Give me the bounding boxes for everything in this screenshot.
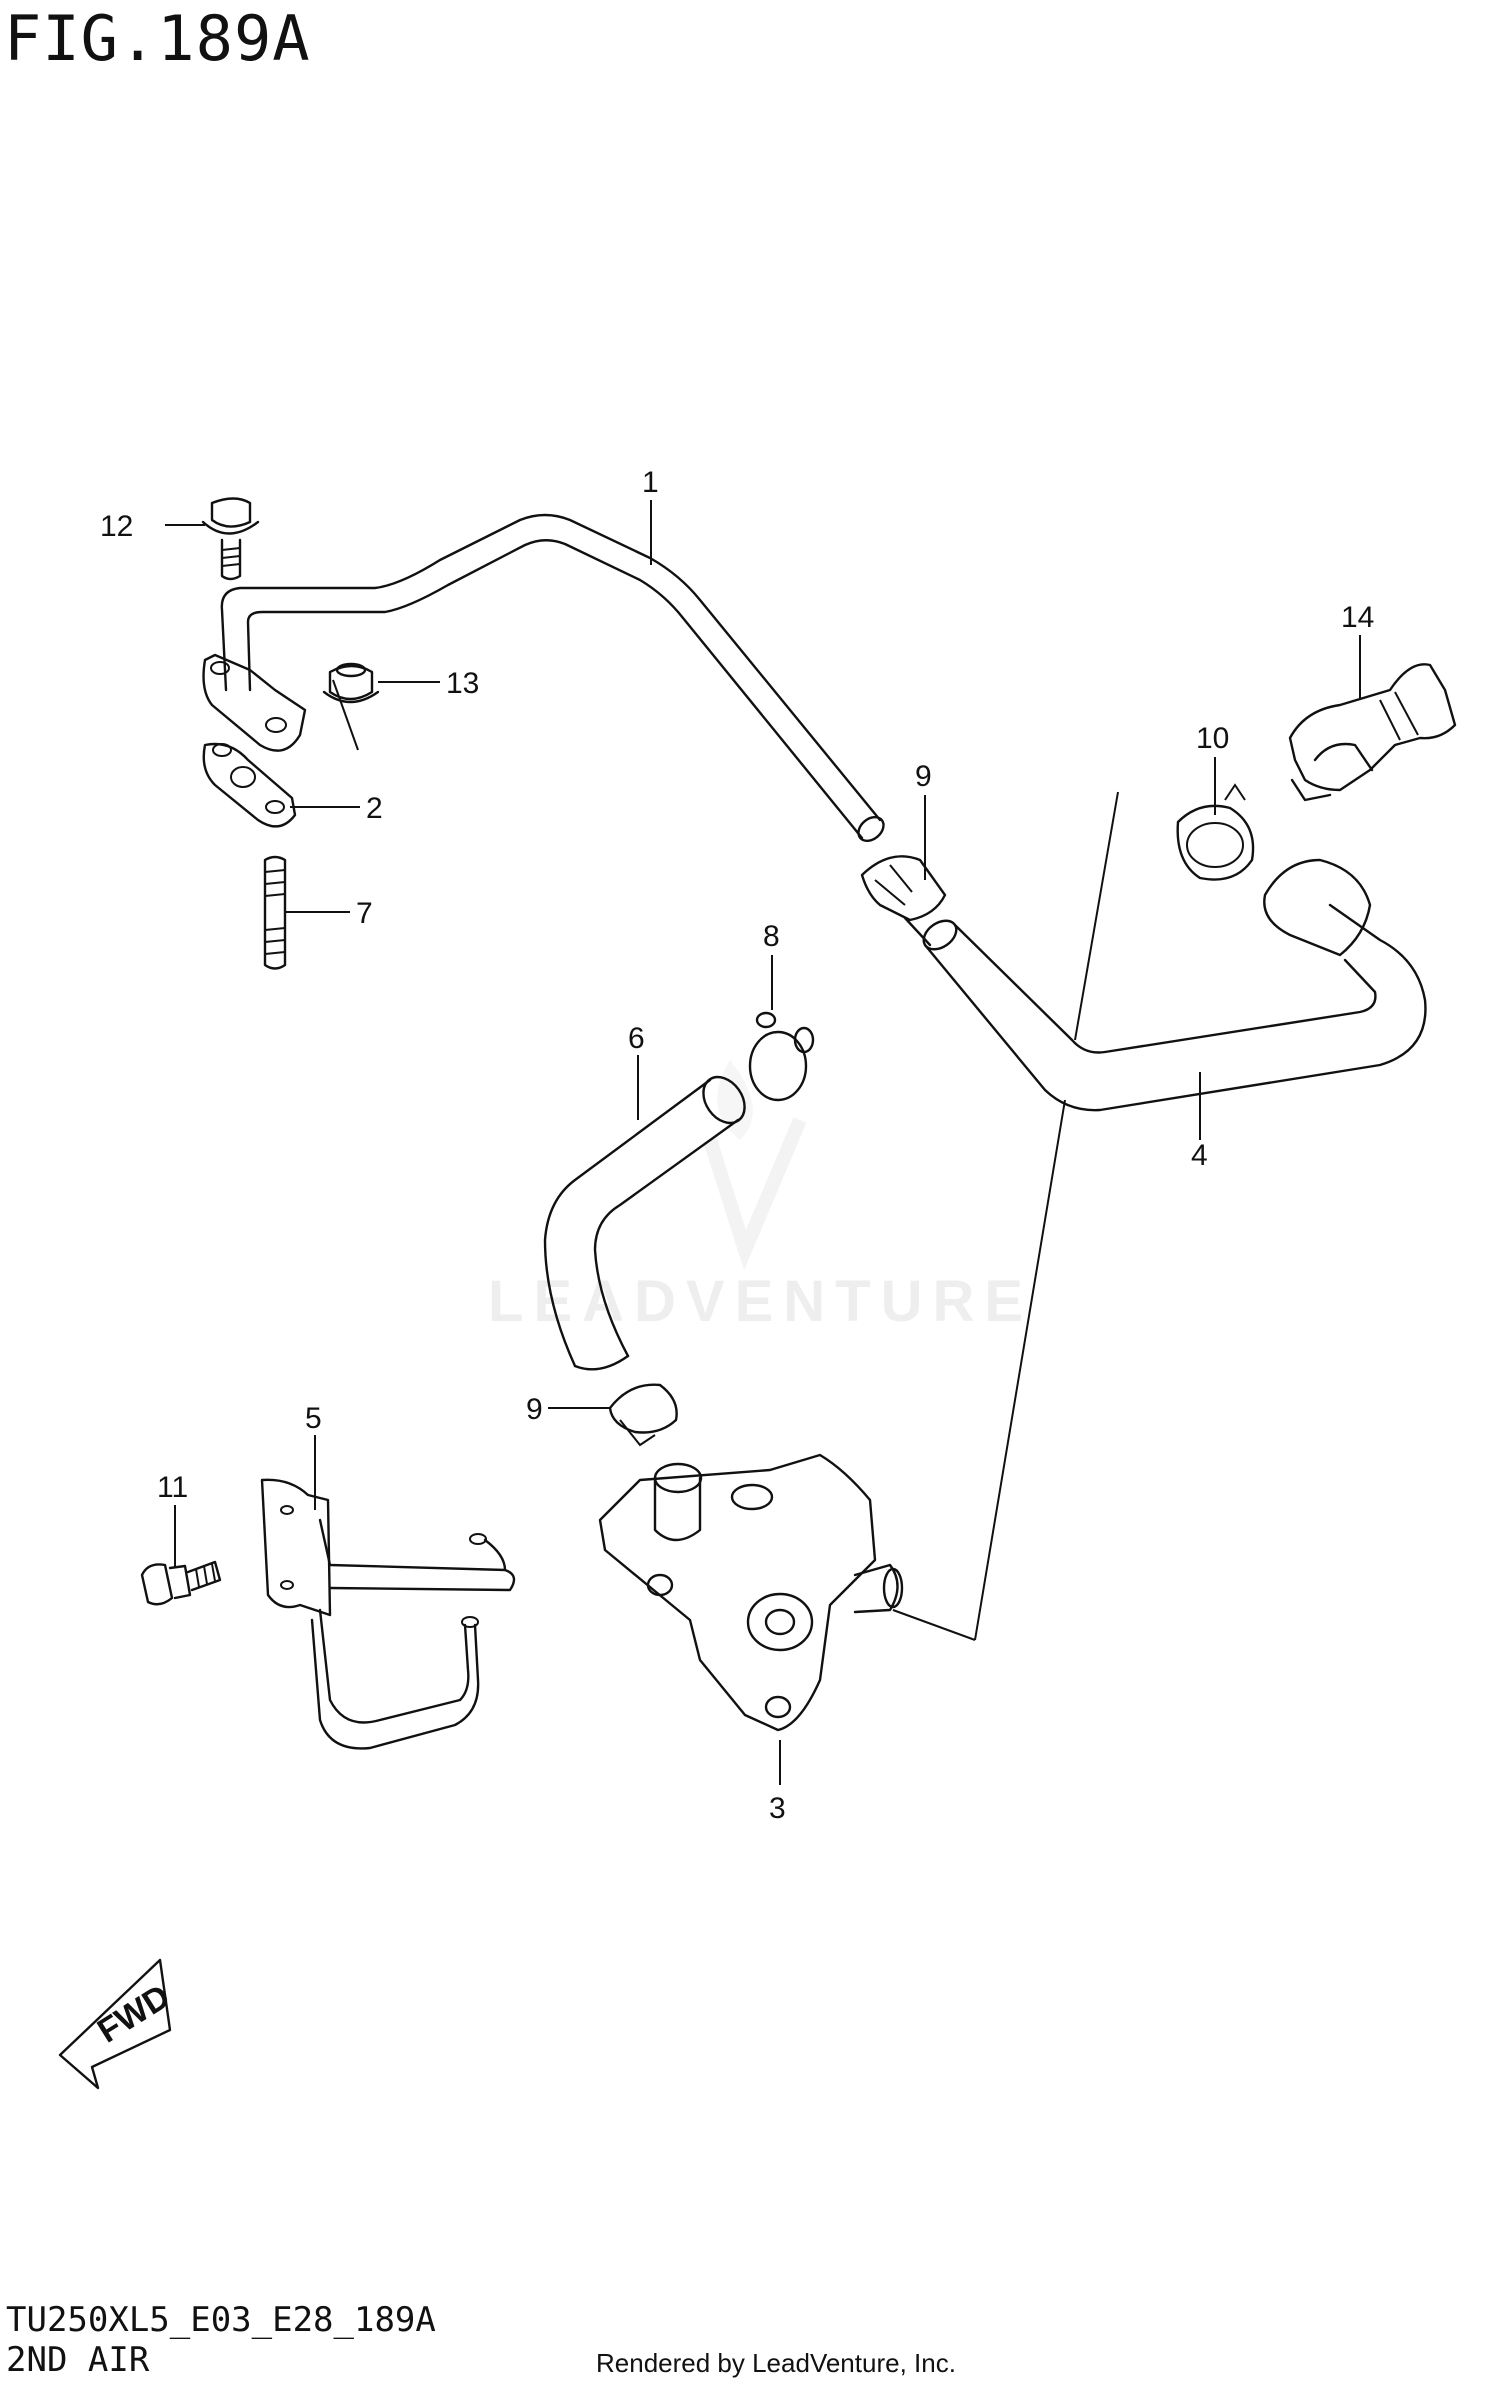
callout-7: 7	[356, 897, 373, 930]
callout-3: 3	[769, 1792, 786, 1825]
watermark: LEADVENTURE	[488, 1269, 1034, 1334]
nut-part-13[interactable]	[322, 662, 380, 704]
callout-9-lower: 9	[526, 1393, 543, 1426]
render-credit: Rendered by LeadVenture, Inc.	[596, 2348, 956, 2378]
callout-8: 8	[763, 920, 780, 953]
hose-part-4[interactable]	[918, 791, 1427, 1641]
callout-1: 1	[642, 466, 659, 499]
callout-13: 13	[446, 667, 479, 700]
callout-14: 14	[1341, 601, 1374, 634]
hose-part-6[interactable]	[543, 1069, 753, 1371]
clip-part-14[interactable]	[1288, 663, 1457, 802]
bolt-part-12[interactable]	[201, 497, 260, 581]
callout-9-upper: 9	[915, 760, 932, 793]
figure-title: FIG.189A	[4, 2, 311, 75]
bracket-part-5[interactable]	[260, 1478, 516, 1750]
model-code: TU250XL5_E03_E28_189A	[6, 2300, 436, 2340]
section-name: 2ND AIR	[6, 2340, 150, 2380]
callout-11: 11	[157, 1471, 188, 1504]
fwd-arrow: FWD	[58, 1958, 177, 2090]
stud-part-7[interactable]	[263, 855, 287, 970]
callout-labels: 1 2 3 4 5 6 7 8 9 9 10 11 12 13 14	[100, 466, 1374, 1825]
clamp-part-9-upper[interactable]	[860, 855, 947, 947]
callout-2: 2	[366, 792, 383, 825]
valve-part-3[interactable]	[598, 1453, 976, 1732]
reed-part-8[interactable]	[748, 1011, 815, 1102]
callout-4: 4	[1191, 1139, 1208, 1172]
watermark-logo	[703, 1060, 807, 1271]
callout-10: 10	[1196, 722, 1229, 755]
clamp-part-9-lower[interactable]	[608, 1383, 678, 1447]
screw-part-11[interactable]	[140, 1560, 222, 1606]
callout-12: 12	[100, 510, 133, 543]
pipe-part-1[interactable]	[202, 513, 889, 846]
callout-5: 5	[305, 1402, 322, 1435]
gasket-part-2[interactable]	[202, 742, 297, 828]
callout-leaders	[165, 500, 1361, 1785]
callout-6: 6	[628, 1022, 645, 1055]
